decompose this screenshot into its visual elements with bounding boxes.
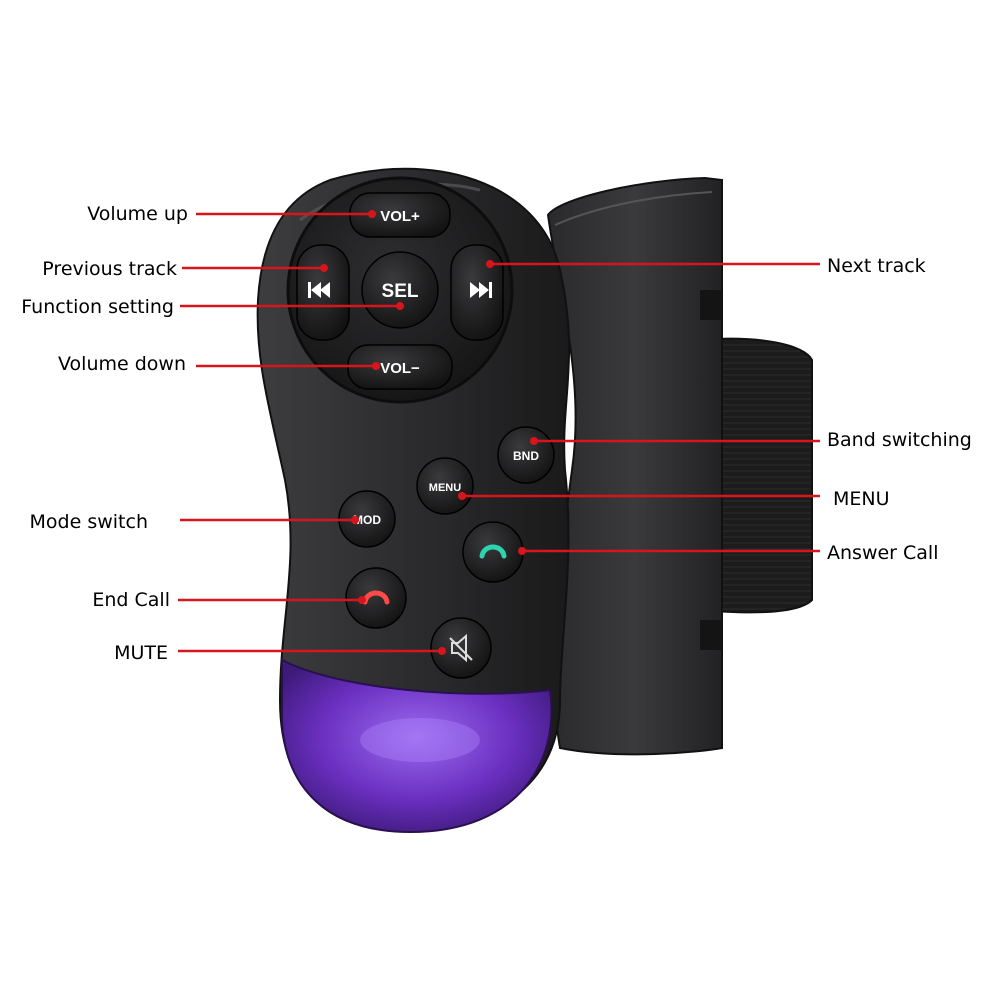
menu-label: MENU — [429, 482, 461, 494]
strap — [699, 337, 813, 614]
callout-mode-switch: Mode switch — [30, 511, 148, 533]
callout-previous-track: Previous track — [42, 258, 177, 280]
callout-mute: MUTE — [114, 642, 168, 664]
callout-next-track: Next track — [827, 255, 926, 277]
vol-down-label: VOL− — [380, 360, 420, 377]
mounting-clip — [546, 176, 723, 756]
previous-track-button[interactable] — [296, 244, 350, 341]
speaker-mute-icon — [449, 633, 473, 663]
callout-volume-down: Volume down — [58, 353, 186, 375]
vol-up-button[interactable]: VOL+ — [349, 192, 451, 238]
callout-function-setting: Function setting — [21, 296, 174, 318]
bnd-label: BND — [513, 449, 539, 463]
end-call-button[interactable] — [345, 567, 407, 629]
rewind-icon — [308, 282, 330, 298]
vol-down-button[interactable]: VOL− — [347, 344, 453, 390]
callout-lines — [178, 212, 820, 653]
bnd-button[interactable]: BND — [497, 426, 555, 484]
callout-dots — [320, 210, 538, 655]
indicator-lens — [281, 658, 553, 834]
callout-menu: MENU — [833, 488, 890, 510]
callout-volume-up: Volume up — [87, 203, 188, 225]
next-track-button[interactable] — [450, 244, 504, 341]
menu-button[interactable]: MENU — [416, 457, 474, 515]
mod-button[interactable]: MOD — [338, 490, 396, 548]
callout-end-call: End Call — [92, 589, 170, 611]
phone-hangup-icon — [362, 590, 390, 605]
callout-band-switching: Band switching — [827, 429, 972, 451]
vol-up-label: VOL+ — [380, 208, 420, 225]
fast-forward-icon — [470, 282, 492, 298]
phone-answer-icon — [479, 544, 507, 559]
mute-button[interactable] — [430, 617, 492, 679]
answer-call-button[interactable] — [462, 521, 524, 583]
sel-button[interactable]: SEL — [361, 251, 439, 329]
callout-answer-call: Answer Call — [827, 542, 939, 564]
mod-label: MOD — [353, 513, 381, 527]
sel-label: SEL — [382, 281, 419, 302]
